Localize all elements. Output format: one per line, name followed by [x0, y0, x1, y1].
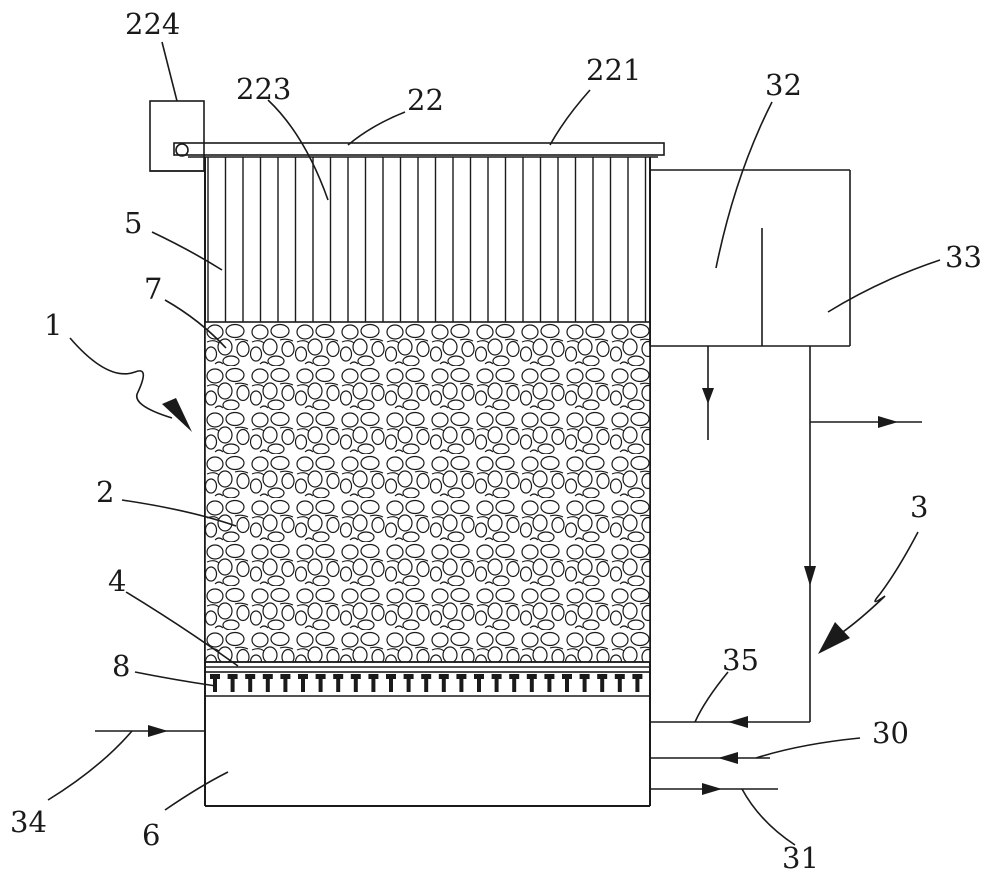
leader-32: [715, 101, 773, 269]
leader-8: [134, 671, 217, 687]
squiggle-arrow-1: [69, 337, 173, 419]
label-35: 35: [722, 643, 759, 677]
leader-6: [164, 771, 229, 811]
leader-34: [47, 730, 133, 801]
label-221: 221: [586, 53, 641, 87]
nozzle: [438, 674, 449, 692]
arrowhead-1: [162, 398, 192, 432]
leader-221: [549, 89, 591, 146]
nozzle: [421, 674, 432, 692]
outlet-31-arrow: [702, 783, 722, 795]
nozzle: [262, 674, 273, 692]
leader-lines: [47, 41, 941, 846]
tank-drain-arrow: [702, 388, 714, 404]
nozzle: [227, 674, 238, 692]
packing-bed: [204, 321, 651, 663]
label-1: 1: [44, 308, 62, 342]
recycle-down-arrow: [804, 566, 816, 586]
nozzle: [456, 674, 467, 692]
nozzle: [579, 674, 590, 692]
nozzle: [386, 674, 396, 692]
label-6: 6: [142, 818, 160, 852]
label-3: 3: [910, 490, 928, 524]
leader-224: [161, 41, 178, 102]
nozzle: [562, 674, 572, 692]
nozzle: [526, 674, 537, 692]
label-34: 34: [10, 805, 47, 839]
tube-bundle-223: [207, 157, 647, 322]
nozzle: [280, 674, 291, 692]
nozzle: [403, 674, 414, 692]
nozzle: [491, 674, 502, 692]
header-pipe-221: [173, 142, 665, 156]
nozzle: [597, 674, 608, 692]
leader-2: [121, 499, 237, 527]
leader-33: [827, 259, 941, 313]
box-224: [149, 100, 205, 172]
squiggle-arrow-3: [839, 531, 919, 635]
leader-5: [151, 231, 223, 271]
label-22: 22: [407, 83, 444, 117]
nozzle: [210, 674, 220, 692]
label-31: 31: [782, 841, 819, 875]
label-224: 224: [125, 7, 180, 41]
leader-30: [755, 737, 861, 759]
nozzle: [298, 674, 308, 692]
nozzle: [333, 674, 344, 692]
leader-7: [164, 299, 227, 349]
nozzle: [474, 674, 484, 692]
label-4: 4: [108, 564, 126, 598]
leader-223: [267, 99, 329, 201]
nozzle: [632, 674, 643, 692]
label-223: 223: [236, 72, 291, 106]
inlet-30-arrow: [718, 752, 738, 764]
inlet-34-arrow: [148, 725, 168, 737]
nozzle: [350, 674, 361, 692]
recycle-branch-arrow: [878, 416, 898, 428]
nozzle: [614, 674, 625, 692]
nozzle: [368, 674, 379, 692]
recycle-return-arrow: [728, 716, 748, 728]
label-32: 32: [765, 68, 802, 102]
leader-4: [125, 591, 239, 667]
nozzle-row: [210, 674, 643, 692]
label-30: 30: [872, 716, 909, 750]
nozzle: [509, 674, 520, 692]
nozzle: [544, 674, 555, 692]
nozzle: [245, 674, 256, 692]
leader-22: [347, 111, 406, 146]
nozzle: [315, 674, 326, 692]
leader-31: [741, 788, 796, 846]
label-8: 8: [112, 649, 130, 683]
label-33: 33: [945, 240, 982, 274]
leader-35: [694, 671, 729, 723]
header-pipe-end: [175, 143, 189, 157]
label-7: 7: [144, 272, 162, 306]
label-5: 5: [124, 206, 142, 240]
arrowhead-3: [818, 622, 850, 654]
label-2: 2: [96, 475, 114, 509]
